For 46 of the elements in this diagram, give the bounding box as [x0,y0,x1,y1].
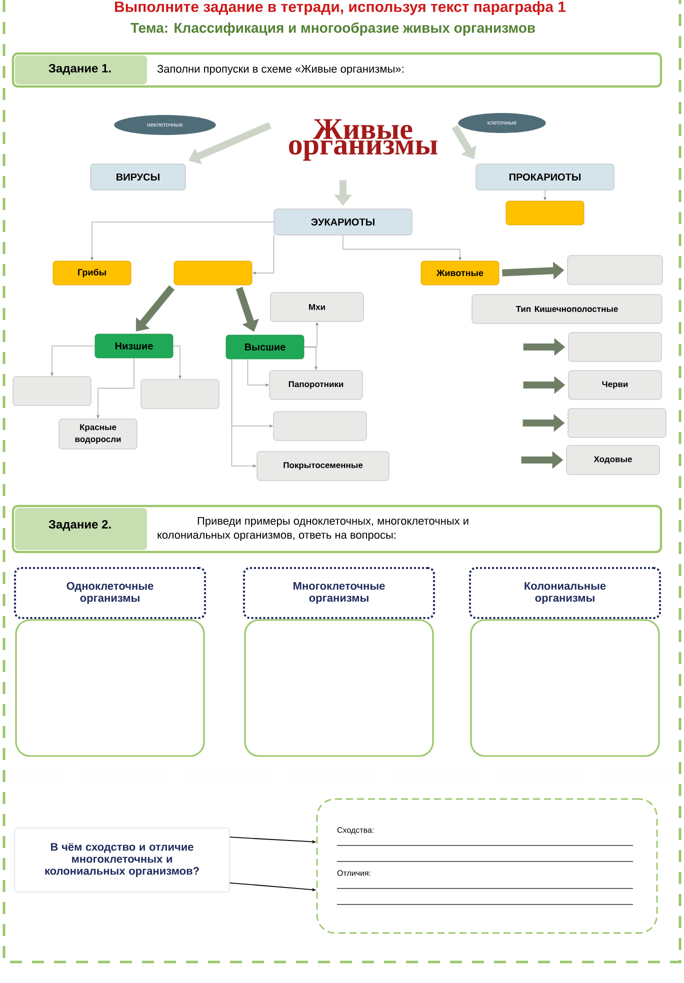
blank-box [140,379,220,409]
group-box: ПРОКАРИОТЫ [476,164,614,190]
taxon-box: Папоротники [269,370,363,400]
arrow [544,190,546,200]
topic-heading: Тема: Классификация и многообразие живых организмов [130,22,536,36]
arrow [172,346,182,379]
blank-box [506,200,584,226]
diagram-title: Живые организмы [288,119,438,161]
question-box: В чём сходство и отличие многоклеточных и колониальных организмов? [14,828,230,892]
column-heading: Колониальные организмы [469,567,661,619]
taxon-box: Ходовые [566,445,660,475]
task-banner: Задание 1. Заполни пропуски в схеме «Живые организмы»: [12,52,662,88]
arrow [342,234,462,260]
plant-group-box: Низшие [94,334,174,358]
kingdom-box: Грибы [52,260,132,286]
arrow [252,234,274,274]
plant-group-box: Высшие [226,334,304,360]
block-arrow [136,285,175,332]
blank-box [12,376,92,406]
taxon-box: Черви [568,370,662,400]
taxon-box: Покрытосеменные [256,451,390,481]
taxon-box: Красные водоросли [58,418,138,450]
answer-box [244,619,434,757]
answer-box [15,619,205,757]
arrow [50,346,96,376]
taxon-box: Тип Кишечнополостные [472,294,662,324]
blank-box [568,408,666,438]
group-box: ЭУКАРИОТЫ [274,208,412,236]
task-banner: Задание 2. Приведи примеры одноклеточных, многоклеточных и колониальных организмов, ответь на вопросы: [12,504,662,554]
column-heading: Многоклеточные организмы [243,567,435,619]
kingdom-box: Животные [420,260,500,286]
column-heading: Одноклеточные организмы [14,567,206,619]
answer-area: Сходства: Отличия: [316,798,658,934]
arrow [248,358,269,386]
arrow [90,222,274,260]
arrow [96,358,134,418]
blank-box [174,260,252,286]
arrow [304,346,318,370]
blank-box [567,255,663,285]
blank-box [568,332,662,362]
blank-box [273,411,367,441]
answer-box [470,619,660,757]
arrow [232,358,256,468]
page-title: Выполните задание в тетради, используя текст параграфа 1 [115,1,566,15]
taxon-box: Мхи [270,292,364,322]
group-box: ВИРУСЫ [90,164,186,190]
